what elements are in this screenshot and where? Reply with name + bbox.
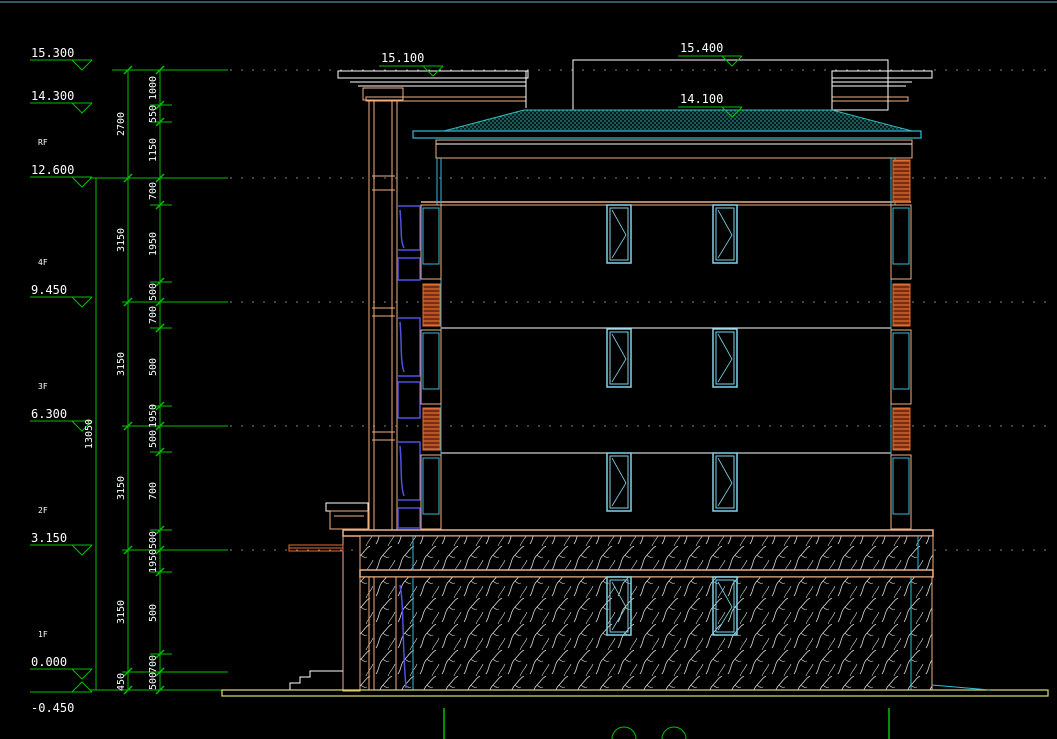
balcony-rails [422, 159, 911, 451]
detail-dim: 1950 [148, 232, 159, 256]
total-height-dim: 13050 [84, 419, 95, 449]
roof-level-mark: 14.100 [678, 92, 743, 118]
detail-dim: 700 [148, 482, 159, 500]
window [712, 452, 738, 512]
detail-dim: 700 [148, 306, 159, 324]
level-elevation: 0.000 [31, 655, 67, 669]
story-dim: 3150 [116, 600, 127, 624]
left-roof-canopy [337, 70, 529, 108]
level-marker: 15.300 [30, 46, 93, 71]
detail-dim: 550 [148, 105, 159, 123]
detail-dim: 1950 [148, 549, 159, 573]
roof-elevation: 15.100 [381, 51, 424, 65]
roof-stair-tower [572, 59, 889, 111]
story-dim: 3150 [116, 228, 127, 252]
dimension-labels: 13050 2700 3150 3150 3150 3150 450 1000 550 1150 7… [84, 76, 159, 691]
story-dim: 2700 [116, 112, 127, 136]
level-elevation: 12.600 [31, 163, 74, 177]
detail-dim: 500 [148, 531, 159, 549]
window [606, 328, 632, 388]
grid-axis-ticks [443, 708, 890, 739]
ground-line [221, 684, 1049, 697]
level-markers: 15.300 14.300 12.600 RF 9.450 4F 6.300 3F 3.150 2… [30, 46, 93, 715]
detail-dim: 1000 [148, 76, 159, 100]
floor-label: 1F [38, 630, 48, 639]
right-roof-canopy [831, 70, 933, 110]
window [712, 328, 738, 388]
story-dim: 3150 [116, 352, 127, 376]
stair-core [362, 87, 404, 531]
roof-elevation: 14.100 [680, 92, 723, 106]
windows [606, 204, 738, 636]
level-marker: 14.300 [30, 89, 93, 114]
level-marker: 12.600 RF [30, 138, 93, 188]
roof-level-mark: 15.100 [379, 51, 444, 77]
detail-dim: 700 [148, 182, 159, 200]
level-marker: 0.000 1F [30, 630, 93, 680]
roof-level-marks: 15.100 15.400 14.100 [379, 41, 743, 118]
level-elevation: 14.300 [31, 89, 74, 103]
level-marker: 9.450 4F [30, 258, 93, 308]
level-elevation: 3.150 [31, 531, 67, 545]
level-marker: 6.300 3F [30, 382, 93, 432]
window [606, 576, 632, 636]
level-elevation: -0.450 [31, 701, 74, 715]
detail-dim: 500 [148, 430, 159, 448]
stair-glazing [397, 205, 421, 529]
roof-eave [412, 130, 922, 139]
detail-dim: 500 [148, 672, 159, 690]
level-elevation: 6.300 [31, 407, 67, 421]
upper-facade [421, 157, 911, 531]
detail-dim: 500 [148, 283, 159, 301]
entrance-canopy [278, 502, 369, 691]
story-dim: 450 [116, 673, 127, 691]
window [606, 204, 632, 264]
detail-dim: 1150 [148, 138, 159, 162]
level-marker: 3.150 2F [30, 506, 93, 556]
story-dim: 3150 [116, 476, 127, 500]
level-marker: -0.450 [30, 681, 93, 715]
roof-fascia [435, 139, 913, 159]
detail-dim: 700 [148, 655, 159, 673]
roof-elevation: 15.400 [680, 41, 723, 55]
detail-dim: 1950 [148, 404, 159, 428]
podium [342, 529, 934, 692]
side-edges [420, 204, 912, 530]
floor-label: 2F [38, 506, 48, 515]
window [712, 204, 738, 264]
window [712, 576, 738, 636]
roof-level-mark: 15.400 [678, 41, 743, 67]
detail-dim: 500 [148, 358, 159, 376]
pilasters [436, 158, 896, 530]
floor-label: 4F [38, 258, 48, 267]
building-elevation [221, 59, 1049, 739]
dimension-chains [90, 65, 228, 695]
detail-dim: 500 [148, 604, 159, 622]
hip-roof [443, 109, 913, 132]
floor-label: 3F [38, 382, 48, 391]
level-elevation: 15.300 [31, 46, 74, 60]
level-elevation: 9.450 [31, 283, 67, 297]
window [606, 452, 632, 512]
floor-label: RF [38, 138, 48, 147]
